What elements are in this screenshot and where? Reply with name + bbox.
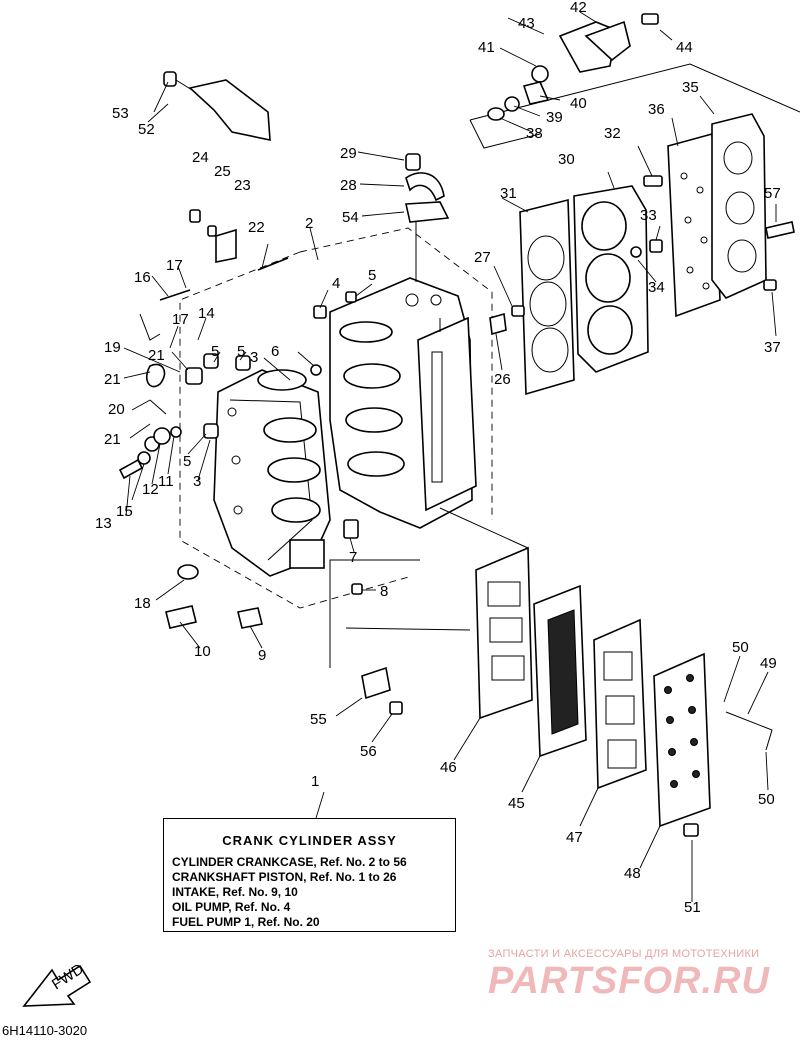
callout-5: 5	[211, 343, 219, 360]
callout-17: 17	[172, 311, 189, 328]
callout-39: 39	[546, 109, 563, 126]
legend-line: CRANKSHAFT PISTON, Ref. No. 1 to 26	[172, 870, 397, 884]
callout-43: 43	[518, 15, 535, 32]
callout-37: 37	[764, 339, 781, 356]
legend-line: FUEL PUMP 1, Ref. No. 20	[172, 915, 320, 929]
callout-42: 42	[570, 0, 587, 16]
callout-1: 1	[311, 773, 319, 790]
bracket-52	[163, 71, 271, 142]
callout-27: 27	[474, 249, 491, 266]
callout-17: 17	[166, 257, 183, 274]
callout-26: 26	[494, 371, 511, 388]
callout-44: 44	[676, 39, 693, 56]
callout-53: 53	[112, 105, 129, 122]
fwd-arrow-icon: FWD	[22, 960, 92, 1007]
callout-10: 10	[194, 643, 211, 660]
callout-57: 57	[764, 185, 781, 202]
callout-46: 46	[440, 759, 457, 776]
legend-title: CRANK CYLINDER ASSY	[222, 833, 397, 848]
callout-15: 15	[116, 503, 133, 520]
callout-55: 55	[310, 711, 327, 728]
intake-gasket-46	[475, 546, 533, 720]
callout-38: 38	[526, 125, 543, 142]
assembly-legend-box: CRANK CYLINDER ASSY CYLINDER CRANKCASE, …	[163, 818, 456, 932]
callout-41: 41	[478, 39, 495, 56]
callout-21: 21	[148, 347, 165, 364]
callout-49: 49	[760, 655, 777, 672]
head-cover-35	[711, 113, 795, 299]
callout-48: 48	[624, 865, 641, 882]
legend-line: CYLINDER CRANKCASE, Ref. No. 2 to 56	[172, 855, 407, 869]
callout-51: 51	[684, 899, 701, 916]
diagram-code: 6H14110-3020	[2, 1023, 88, 1038]
callout-25: 25	[214, 163, 231, 180]
callout-6: 6	[271, 343, 279, 360]
bracket-55	[361, 666, 403, 715]
callout-numbers: 1 2 3 3 4 5 5 5 5 6 7 8 9 10 11 12 13 14…	[95, 0, 781, 916]
leader-lines	[123, 11, 777, 902]
callout-4: 4	[332, 275, 340, 292]
callout-5: 5	[237, 343, 245, 360]
watermark-tagline: ЗАПЧАСТИ И АКСЕССУАРЫ ДЛЯ МОТОТЕХНИКИ	[488, 948, 760, 960]
crankcase-block	[213, 369, 331, 577]
cylinder-block	[329, 277, 477, 529]
callout-2: 2	[305, 215, 313, 232]
callout-40: 40	[570, 95, 587, 112]
callout-24: 24	[192, 149, 209, 166]
callout-16: 16	[134, 269, 151, 286]
legend-line: INTAKE, Ref. No. 9, 10	[172, 885, 298, 899]
callout-54: 54	[342, 209, 359, 226]
callout-36: 36	[648, 101, 665, 118]
callout-32: 32	[604, 125, 621, 142]
callout-56: 56	[360, 743, 377, 760]
callout-47: 47	[566, 829, 583, 846]
callout-14: 14	[198, 305, 215, 322]
callout-3: 3	[250, 349, 258, 366]
callout-5: 5	[368, 267, 376, 284]
intake-cover-48	[653, 652, 773, 837]
callout-50: 50	[758, 791, 775, 808]
callout-50: 50	[732, 639, 749, 656]
head-gasket-31	[519, 198, 575, 396]
callout-45: 45	[508, 795, 525, 812]
left-small-parts	[118, 209, 363, 629]
callout-52: 52	[138, 121, 155, 138]
callout-29: 29	[340, 145, 357, 162]
callout-19: 19	[104, 339, 121, 356]
fasteners-right	[489, 239, 663, 336]
callout-28: 28	[340, 177, 357, 194]
intake-gasket-47	[593, 618, 647, 790]
callout-5: 5	[183, 453, 191, 470]
callout-34: 34	[648, 279, 665, 296]
callout-18: 18	[134, 595, 151, 612]
callout-20: 20	[108, 401, 125, 418]
callout-3: 3	[193, 473, 201, 490]
callout-13: 13	[95, 515, 112, 532]
legend-line: OIL PUMP, Ref. No. 4	[172, 900, 291, 914]
callout-7: 7	[349, 549, 357, 566]
callout-21: 21	[104, 431, 121, 448]
callout-9: 9	[258, 647, 266, 664]
legend-lines: CYLINDER CRANKCASE, Ref. No. 2 to 56 CRA…	[172, 855, 407, 930]
callout-35: 35	[682, 79, 699, 96]
callout-23: 23	[234, 177, 251, 194]
callout-12: 12	[142, 481, 159, 498]
thermostat-parts	[487, 13, 659, 121]
cylinder-head-30	[573, 175, 663, 373]
callout-22: 22	[248, 219, 265, 236]
callout-21: 21	[104, 371, 121, 388]
clamp-parts	[405, 153, 450, 282]
watermark-logo: PARTSFOR.RU	[488, 960, 770, 1002]
reed-valve-45	[533, 584, 587, 758]
callout-11: 11	[158, 473, 174, 490]
gasket-36	[667, 132, 721, 318]
callout-8: 8	[380, 583, 388, 600]
callout-30: 30	[558, 151, 575, 168]
callout-31: 31	[500, 185, 517, 202]
callout-33: 33	[640, 207, 657, 224]
